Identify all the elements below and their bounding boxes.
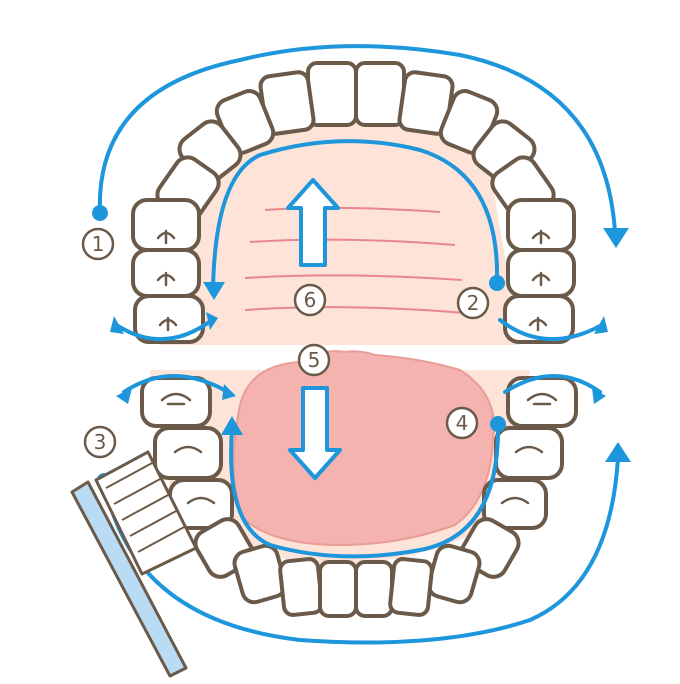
flow-start-dot bbox=[92, 205, 108, 221]
arrow-head bbox=[110, 316, 124, 334]
step-label-4-text: 4 bbox=[456, 411, 469, 435]
step-label-3: 3 bbox=[85, 427, 115, 457]
lower-canine bbox=[426, 543, 483, 605]
lower-molar bbox=[142, 378, 210, 426]
lower-incisor bbox=[356, 562, 392, 616]
step-label-2-text: 2 bbox=[467, 291, 480, 315]
flow-start-dot bbox=[489, 275, 505, 291]
step-label-5: 5 bbox=[299, 345, 329, 375]
upper-incisor bbox=[308, 63, 356, 125]
upper-incisor bbox=[356, 63, 404, 125]
lower-incisor bbox=[389, 558, 432, 616]
flow-start-dot bbox=[490, 416, 506, 432]
lower-incisor bbox=[320, 562, 356, 616]
step-label-4: 4 bbox=[447, 408, 477, 438]
lower-molar bbox=[496, 428, 562, 478]
step-label-6-text: 6 bbox=[304, 288, 317, 312]
arrow-head bbox=[603, 228, 629, 248]
lower-incisor bbox=[279, 558, 322, 616]
step-label-1-text: 1 bbox=[92, 232, 105, 256]
step-label-6: 6 bbox=[295, 285, 325, 315]
lower-molar bbox=[155, 428, 221, 478]
step-label-2: 2 bbox=[458, 288, 488, 318]
step-label-5-text: 5 bbox=[308, 348, 321, 372]
step-label-1: 1 bbox=[83, 229, 113, 259]
arrow-head bbox=[605, 442, 631, 462]
arrow-head bbox=[594, 316, 608, 334]
tongue bbox=[234, 351, 494, 545]
step-label-3-text: 3 bbox=[94, 430, 107, 454]
